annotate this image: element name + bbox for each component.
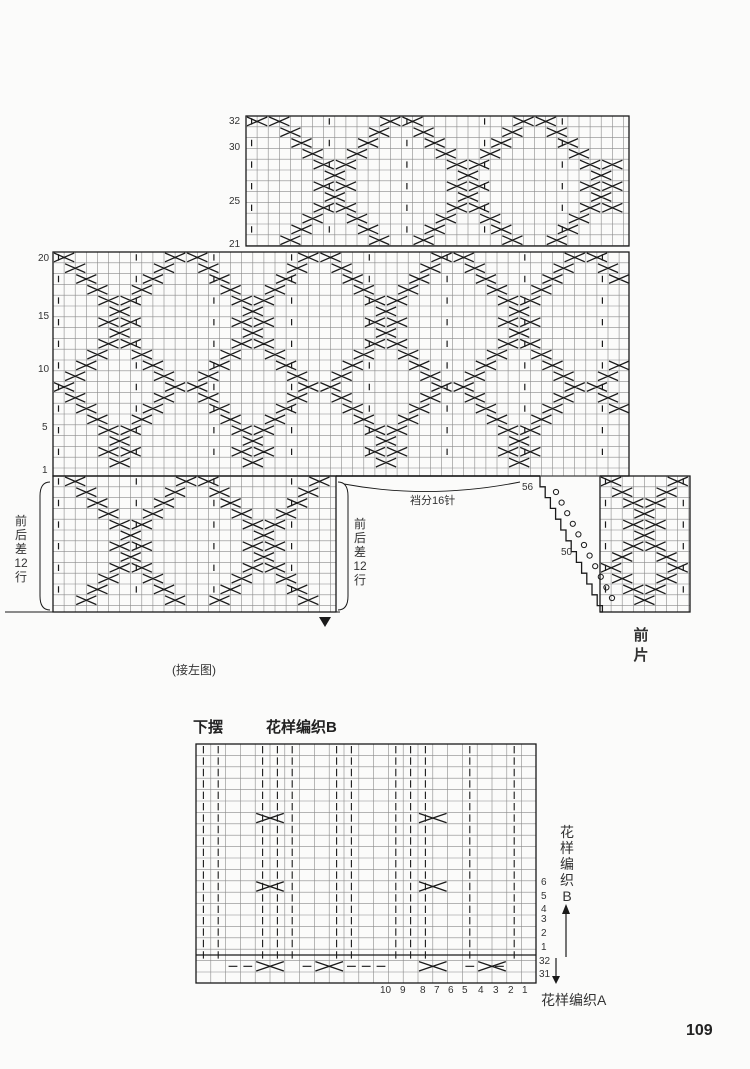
yarn-over-mark <box>552 488 560 496</box>
crotch-note: 裆分16针 <box>410 495 456 507</box>
row-label-1: 1 <box>42 465 48 476</box>
upper-top-block-border <box>245 115 630 247</box>
col-label-8: 8 <box>420 985 426 996</box>
hem-title: 下摆 <box>193 719 224 736</box>
lower-row-1: 1 <box>541 942 547 953</box>
row-label-10: 10 <box>38 364 50 375</box>
page-number: 109 <box>686 1022 713 1039</box>
upper-top-block-cable-crosses <box>246 116 623 246</box>
lower-row-31: 31 <box>539 969 551 980</box>
lower-row-2: 2 <box>541 928 547 939</box>
col-label-10: 10 <box>380 985 392 996</box>
pattern-b-arrowhead <box>562 904 570 914</box>
upper-top-block-gridlines <box>245 115 629 246</box>
hem-chart-cable-crosses <box>255 812 507 972</box>
yarn-over-mark <box>558 499 565 506</box>
col-label-5: 5 <box>462 985 468 996</box>
hem-chart-border <box>195 743 537 984</box>
pattern-a-label: 花样编织A <box>541 992 607 1008</box>
row-label-25: 25 <box>229 196 241 207</box>
row-label-5: 5 <box>42 422 48 433</box>
row-label-50: 50 <box>561 547 573 558</box>
lower-row-5: 5 <box>541 891 547 902</box>
yarn-over-mark <box>592 563 599 570</box>
hem-chart-gridlines <box>195 743 536 983</box>
row-label-30: 30 <box>229 142 241 153</box>
front-piece-block-border <box>599 475 691 613</box>
upper-main-block-gridlines <box>52 251 629 476</box>
yarn-over-mark <box>586 552 593 559</box>
upper-lower-block-purl-marks <box>57 478 293 593</box>
upper-main-block-border <box>52 251 630 477</box>
col-label-9: 9 <box>400 985 406 996</box>
row-label-21: 21 <box>229 239 241 250</box>
col-label-1: 1 <box>522 985 528 996</box>
yarn-over-mark <box>580 541 588 549</box>
row-label-20: 20 <box>38 253 50 264</box>
right-difference-note: 前后差12行 <box>353 517 367 587</box>
left-difference-note: 前后差12行 <box>14 514 28 584</box>
row-label-15: 15 <box>38 311 50 322</box>
col-label-6: 6 <box>448 985 454 996</box>
right-bracket <box>337 481 349 611</box>
hem-chart-purl-marks <box>202 746 515 959</box>
yarn-over-mark <box>597 573 604 580</box>
lower-row-32: 32 <box>539 956 551 967</box>
down-triangle-marker <box>319 617 331 627</box>
yarn-over-mark <box>575 531 582 538</box>
col-label-4: 4 <box>478 985 484 996</box>
yarn-over-mark <box>569 520 576 527</box>
upper-top-block-purl-marks <box>251 118 563 233</box>
front-piece-block-cable-crosses <box>600 476 689 606</box>
yarn-over-mark <box>564 510 571 517</box>
upper-lower-block-cable-crosses <box>64 476 330 606</box>
row-label-32: 32 <box>229 116 241 127</box>
continue-note: (接左图) <box>172 663 216 677</box>
row-label-56: 56 <box>522 482 534 493</box>
yarn-over-mark <box>603 584 610 591</box>
left-bracket <box>39 481 51 611</box>
lower-row-6: 6 <box>541 877 547 888</box>
crotch-curve <box>343 481 521 492</box>
upper-main-block-cable-crosses <box>53 252 630 468</box>
pattern-b-title: 花样编织B <box>266 719 337 736</box>
lower-row-4: 4 <box>541 904 547 915</box>
col-label-3: 3 <box>493 985 499 996</box>
yarn-over-mark <box>608 594 616 602</box>
pattern-b-side-label: 花样编织B <box>560 824 574 904</box>
front-piece-step-edge <box>539 476 604 613</box>
pattern-a-arrowhead <box>552 976 560 984</box>
col-label-7: 7 <box>434 985 440 996</box>
lower-row-3: 3 <box>541 914 547 925</box>
col-label-2: 2 <box>508 985 514 996</box>
upper-main-block-purl-marks <box>57 254 603 455</box>
front-piece-label: 前片 <box>633 627 649 664</box>
